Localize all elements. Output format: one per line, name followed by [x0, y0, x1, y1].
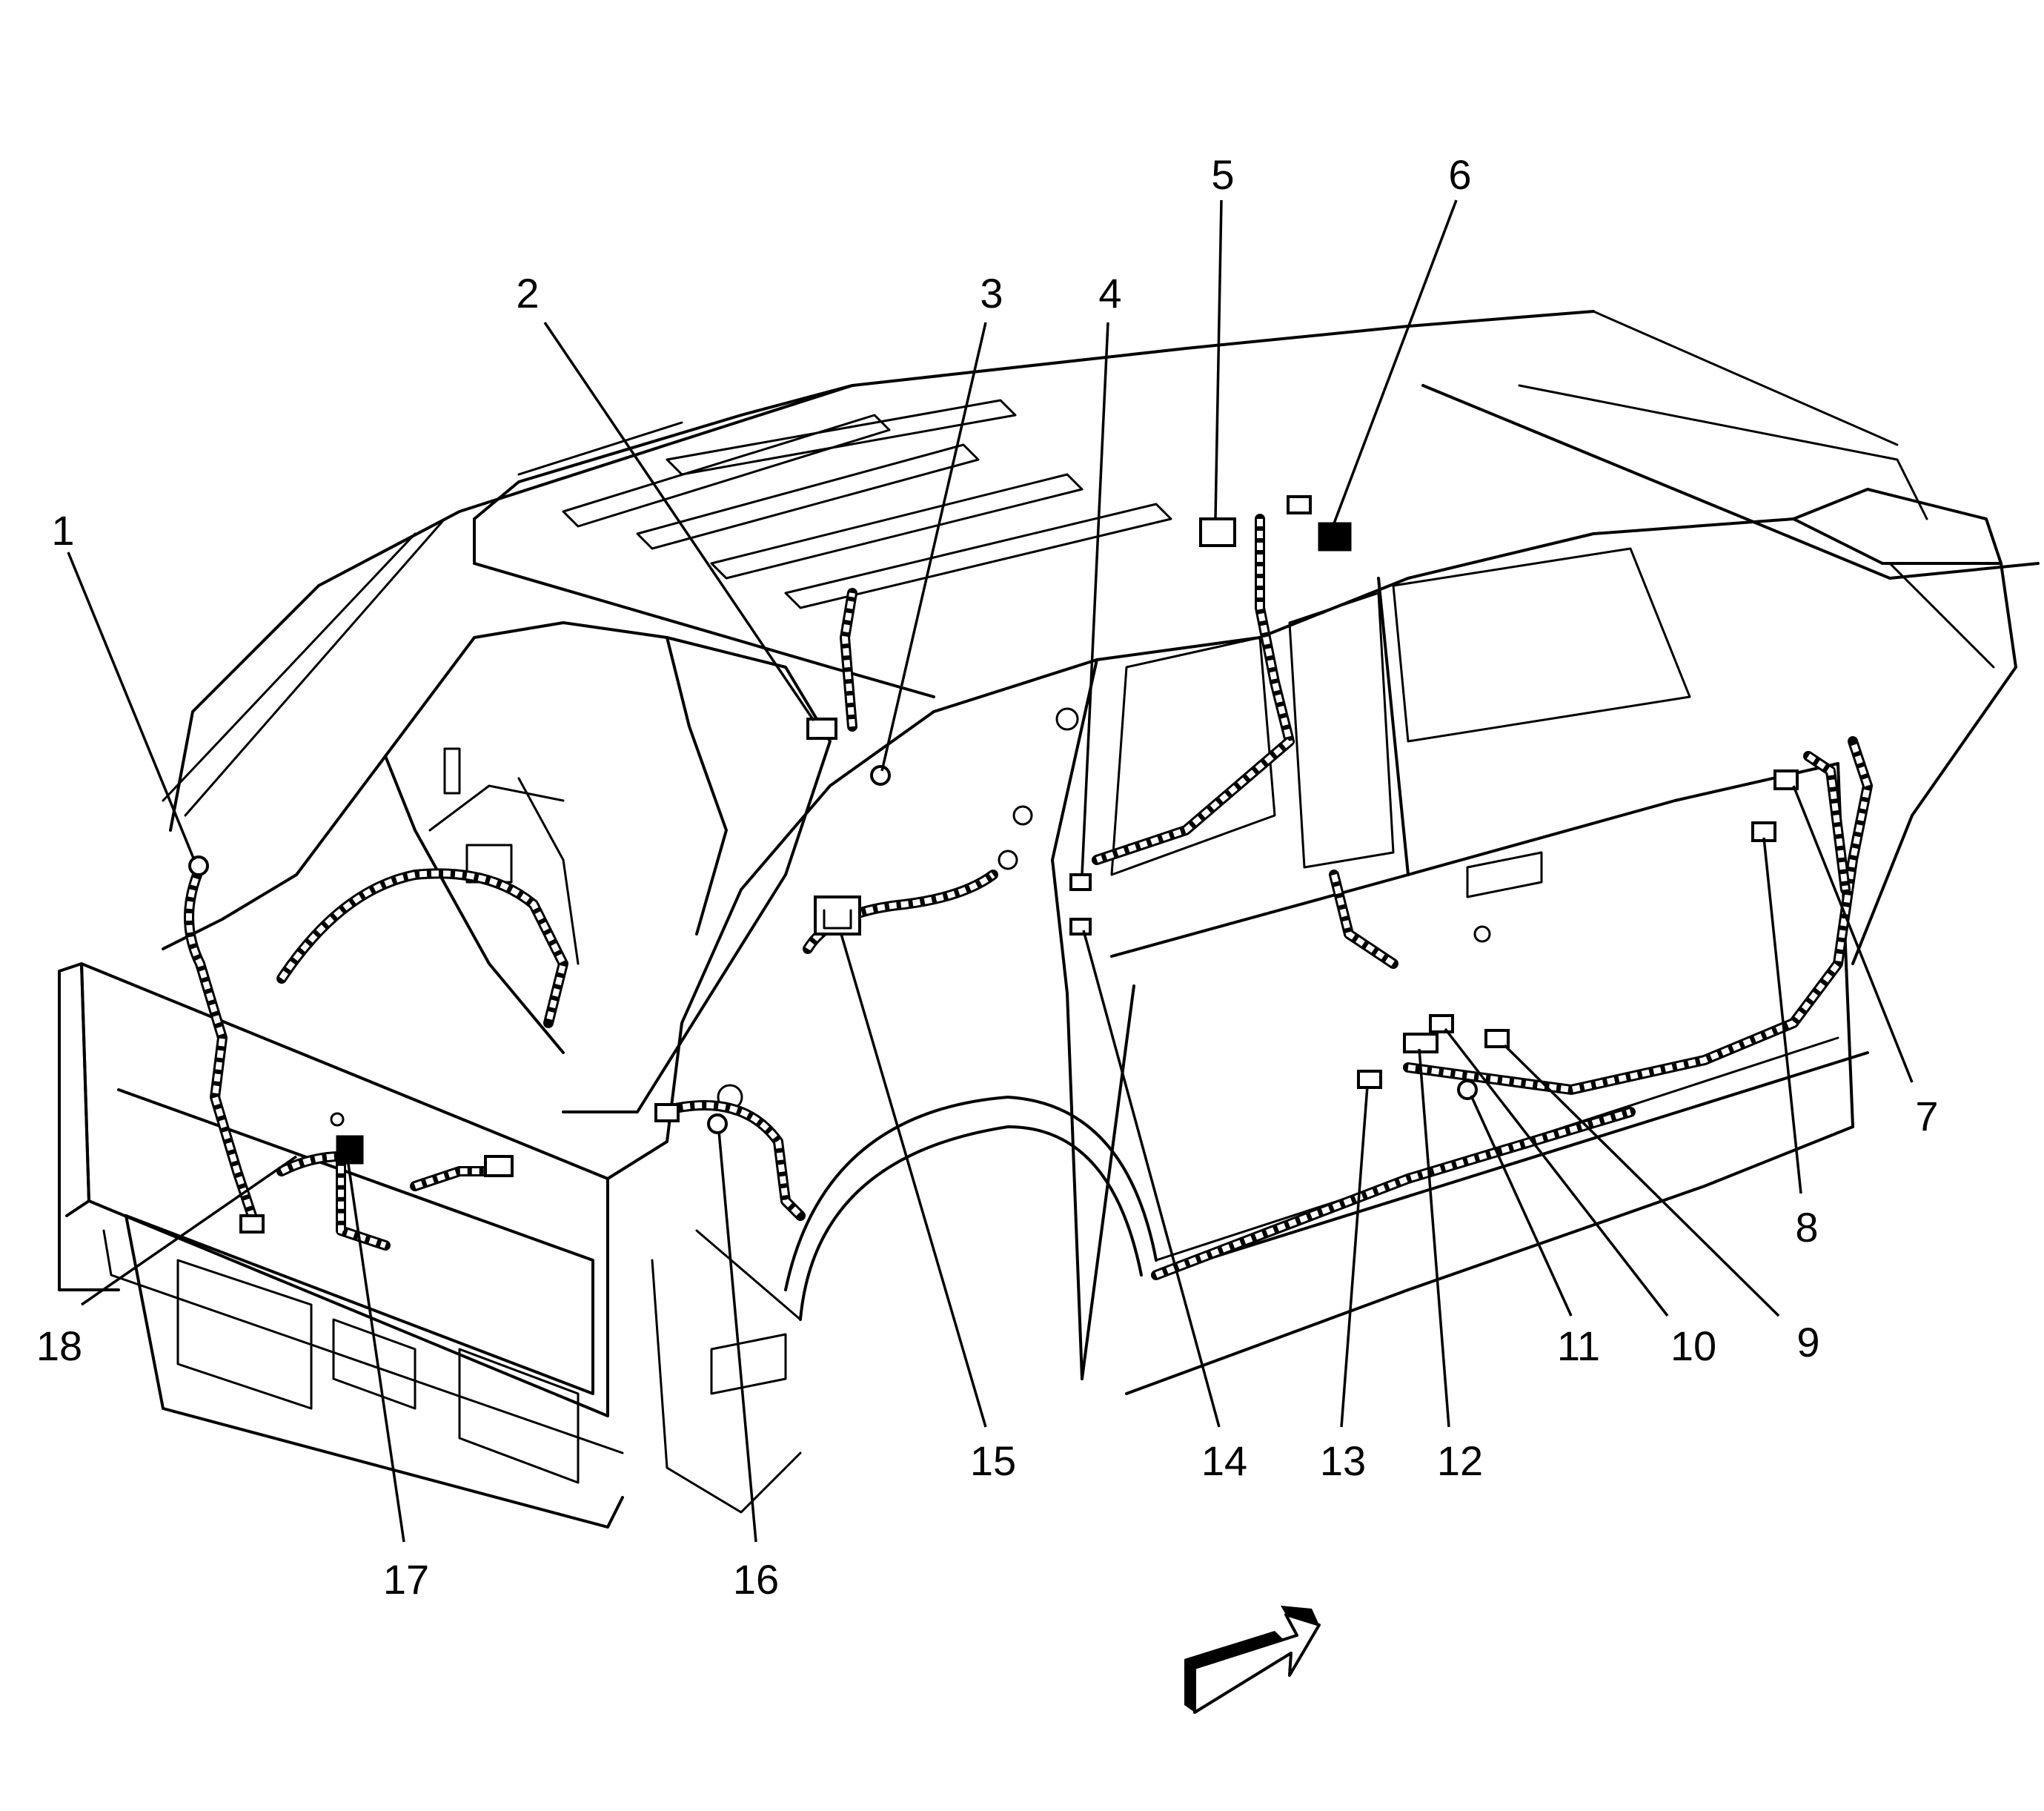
callout-14: 14	[1201, 1437, 1247, 1484]
callout-10: 10	[1670, 1322, 1716, 1369]
rear-opening	[162, 621, 832, 1113]
callout-9: 9	[1796, 1319, 1819, 1365]
connectors	[188, 495, 1799, 1234]
callout-1: 1	[51, 507, 74, 554]
callout-17: 17	[383, 1556, 429, 1603]
callout-16: 16	[733, 1556, 779, 1603]
callout-4: 4	[1098, 270, 1121, 317]
callout-11: 11	[1557, 1322, 1600, 1369]
rear-panel	[58, 962, 624, 1529]
side-body	[606, 310, 2040, 1514]
leader-lines	[67, 199, 1914, 1543]
roof-panel	[162, 310, 1595, 832]
callout-8: 8	[1795, 1204, 1818, 1251]
callout-5: 5	[1211, 151, 1234, 198]
forward-direction-arrow-icon	[1184, 1606, 1321, 1714]
callout-7: 7	[1915, 1093, 1938, 1139]
callout-12: 12	[1437, 1437, 1483, 1484]
callout-labels: 1 2 3 4 5 6 7 8 9 10 11 12 13 14 15 16 1…	[36, 151, 1939, 1603]
callout-3: 3	[980, 270, 1003, 317]
wiring-harness-routes	[184, 514, 1873, 1280]
callout-18: 18	[36, 1322, 82, 1369]
callout-2: 2	[516, 270, 539, 317]
callout-6: 6	[1448, 151, 1471, 198]
callout-15: 15	[970, 1437, 1016, 1484]
callout-13: 13	[1320, 1437, 1366, 1484]
